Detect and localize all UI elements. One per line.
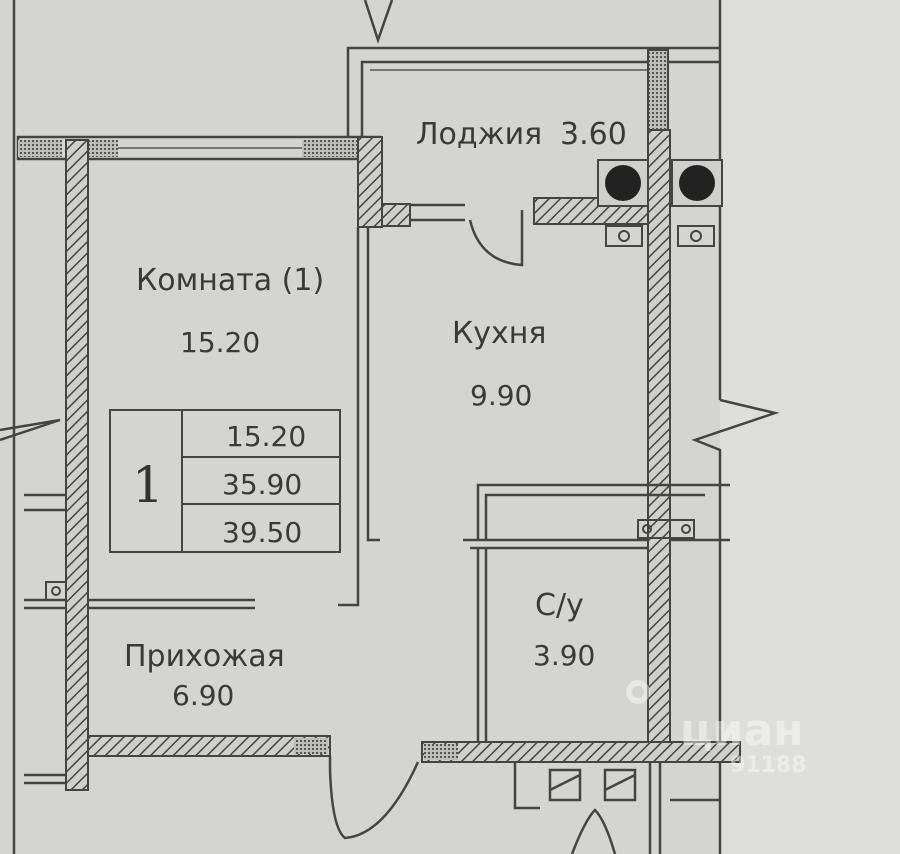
bottom-wall-left (87, 735, 331, 757)
loggia-label: Лоджия (416, 117, 542, 152)
shafts (513, 762, 720, 854)
room-area: 15.20 (180, 326, 260, 359)
kitchen-label: Кухня (452, 316, 546, 351)
wall-stub (381, 203, 411, 227)
ac-unit-icon (597, 159, 649, 247)
bathroom-label: С/у (535, 588, 584, 623)
ac-unit-icon (671, 159, 723, 247)
paper-right-light (720, 0, 900, 854)
vent-icon (637, 519, 695, 539)
entry-door-swing (328, 756, 420, 840)
partitions (88, 227, 730, 742)
bathroom-area: 3.90 (533, 639, 595, 672)
loggia-area: 3.60 (560, 117, 627, 152)
living-area: 15.20 (226, 420, 306, 453)
svg-text:циан: циан (680, 705, 804, 756)
cian-watermark: циан 91188 (626, 680, 807, 778)
kitchen-area: 9.90 (470, 379, 532, 412)
location-pin-icon (626, 680, 650, 704)
loggia-door-swing (468, 210, 524, 267)
total-area-with-loggia: 39.50 (222, 516, 302, 549)
rooms-count: 1 (132, 456, 164, 514)
vent-icon (45, 581, 67, 601)
left-wall (65, 139, 89, 791)
svg-text:91188: 91188 (730, 753, 807, 778)
hallway-area: 6.90 (172, 679, 234, 712)
total-area: 35.90 (222, 468, 302, 501)
bottom-wall-dots (294, 738, 328, 754)
bottom-wall-dots (424, 744, 458, 760)
hallway-label: Прихожая (124, 639, 285, 674)
right-wall (647, 129, 671, 751)
loggia-right-post (647, 49, 669, 131)
bottom-wall-right (421, 741, 741, 763)
room-label: Комната (1) (136, 263, 324, 298)
room-kitchen-wall-top (357, 136, 383, 228)
area-summary-table: 1 15.20 35.90 39.50 (109, 409, 341, 553)
loggia-walls (346, 46, 720, 222)
